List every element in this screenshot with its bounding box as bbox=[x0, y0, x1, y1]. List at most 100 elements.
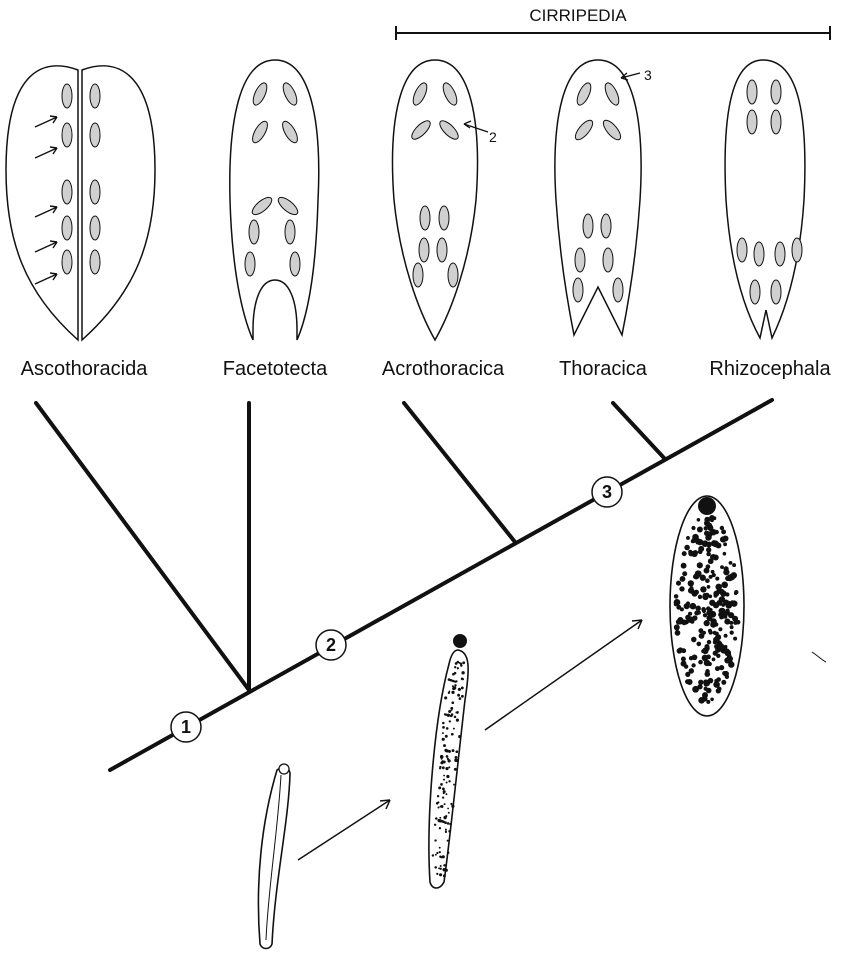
stipple-dot bbox=[440, 874, 442, 876]
stipple-dot bbox=[446, 755, 449, 758]
stipple-dot bbox=[443, 874, 446, 877]
stipple-dot bbox=[704, 687, 708, 691]
stipple-dot bbox=[675, 630, 681, 636]
stipple-dot bbox=[696, 642, 701, 647]
stipple-dot bbox=[723, 615, 727, 619]
stipple-dot bbox=[719, 665, 724, 670]
stipple-dot bbox=[674, 594, 679, 599]
stipple-dot bbox=[697, 518, 701, 522]
lattice-organs bbox=[245, 81, 300, 276]
stipple-dot bbox=[676, 581, 681, 586]
stipple-dot bbox=[708, 535, 712, 539]
stipple-dot bbox=[722, 535, 728, 541]
stipple-dot bbox=[690, 603, 697, 610]
stipple-dot bbox=[694, 610, 699, 615]
stipple-dot bbox=[440, 865, 442, 867]
stipple-dot bbox=[704, 620, 710, 626]
stipple-dot bbox=[688, 612, 692, 616]
stipple-dot bbox=[706, 547, 711, 552]
stipple-dot bbox=[442, 766, 445, 769]
stipple-dot bbox=[694, 538, 700, 544]
cladogram-tree bbox=[36, 400, 772, 770]
stipple-dot bbox=[698, 595, 702, 599]
stipple-dot bbox=[707, 640, 711, 644]
stipple-dot bbox=[441, 805, 444, 808]
stipple-dot bbox=[458, 688, 461, 691]
stipple-dot bbox=[447, 851, 449, 853]
stipple-dot bbox=[725, 675, 729, 679]
svg-text:1: 1 bbox=[181, 717, 191, 737]
branch-thoracica bbox=[613, 403, 665, 459]
stipple-dot bbox=[698, 660, 703, 665]
node-2: 2 bbox=[316, 630, 346, 660]
stipple-dot bbox=[728, 574, 735, 581]
stipple-dot bbox=[443, 744, 446, 747]
stipple-dot bbox=[434, 866, 437, 869]
stipple-dot bbox=[446, 775, 449, 778]
taxon-label-rhizocephala: Rhizocephala bbox=[709, 358, 831, 380]
stipple-dot bbox=[708, 662, 712, 666]
stipple-dot bbox=[709, 611, 716, 618]
stipple-dot bbox=[707, 585, 711, 589]
stipple-dot bbox=[697, 527, 703, 533]
stipple-dot bbox=[704, 526, 708, 530]
stray-mark bbox=[812, 652, 826, 662]
stipple-dot bbox=[717, 587, 722, 592]
stipple-dot bbox=[454, 760, 456, 762]
stipple-dot bbox=[708, 629, 712, 633]
stipple-dot bbox=[449, 720, 451, 722]
stipple-dot bbox=[686, 536, 690, 540]
stipple-dot bbox=[706, 606, 711, 611]
stipple-dot bbox=[435, 854, 437, 856]
stipple-dot bbox=[726, 601, 730, 605]
stipple-dot bbox=[705, 669, 710, 674]
stipple-dot bbox=[691, 526, 695, 530]
stipple-dot bbox=[704, 568, 710, 574]
stipple-dot bbox=[724, 657, 730, 663]
stipple-dot bbox=[684, 545, 690, 551]
stipple-dot bbox=[457, 711, 459, 713]
stipple-dot bbox=[439, 766, 441, 768]
stipple-dot bbox=[440, 755, 443, 758]
stipple-dot bbox=[692, 615, 698, 621]
stipple-dot bbox=[442, 788, 445, 791]
stipple-dot bbox=[720, 565, 724, 569]
stipple-dot bbox=[674, 603, 678, 607]
stipple-dot bbox=[732, 563, 736, 567]
stipple-dot bbox=[443, 816, 446, 819]
stipple-dot bbox=[461, 695, 464, 698]
stipple-dot bbox=[443, 775, 445, 777]
stipple-dot bbox=[684, 664, 688, 668]
stipple-dot bbox=[736, 620, 741, 625]
stipple-dot bbox=[710, 698, 714, 702]
stipple-dot bbox=[697, 562, 703, 568]
stipple-dot bbox=[443, 779, 445, 781]
stipple-dot bbox=[689, 586, 693, 590]
stipple-dot bbox=[710, 554, 716, 560]
stipple-dot bbox=[442, 855, 445, 858]
stipple-dot bbox=[731, 600, 738, 607]
stipple-dot bbox=[708, 531, 712, 535]
stipple-dot bbox=[703, 679, 708, 684]
stipple-dot bbox=[723, 569, 729, 575]
stipple-dot bbox=[446, 781, 448, 783]
stipple-dot bbox=[710, 518, 714, 522]
stipple-dot bbox=[436, 873, 438, 875]
stipple-dot bbox=[725, 609, 730, 614]
stipple-dot bbox=[734, 592, 738, 596]
stipple-dot bbox=[432, 854, 434, 856]
stipple-dot bbox=[729, 561, 733, 565]
stipple-dot bbox=[711, 540, 717, 546]
stipple-dot bbox=[713, 591, 719, 597]
stipple-dot bbox=[706, 542, 711, 547]
stipple-dot bbox=[442, 738, 445, 741]
stipple-dot bbox=[716, 688, 721, 693]
stipple-dot bbox=[459, 697, 462, 700]
stipple-dot bbox=[451, 805, 454, 808]
stipple-dot bbox=[446, 767, 449, 770]
stipple-dot bbox=[442, 726, 445, 729]
stipple-dot bbox=[442, 868, 445, 871]
stipple-dot bbox=[720, 526, 724, 530]
organ-stage-3 bbox=[670, 496, 744, 716]
stipple-dot bbox=[457, 667, 459, 669]
